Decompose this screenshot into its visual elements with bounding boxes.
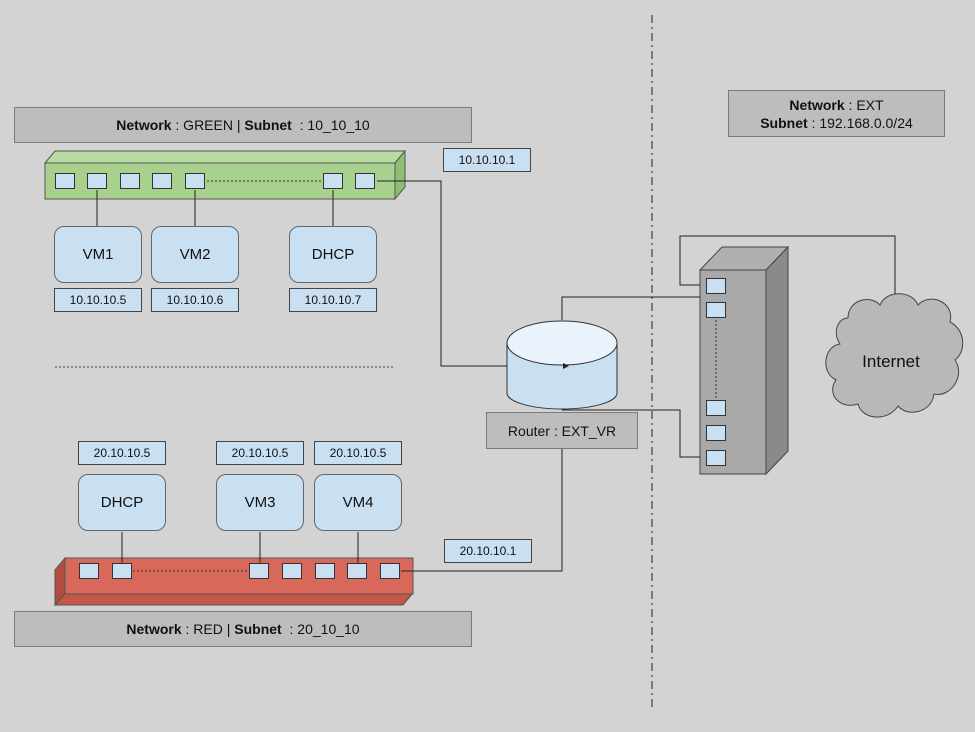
red-node-vm4: VM4 — [314, 474, 402, 531]
green-subnet-key: Subnet — [244, 117, 292, 133]
green-switch-port — [355, 173, 375, 189]
green-gateway-ip: 10.10.10.1 — [443, 148, 531, 172]
green-switch-port — [323, 173, 343, 189]
ext-switch-port — [706, 302, 726, 318]
green-switch-port — [185, 173, 205, 189]
red-subnet-key: Subnet — [234, 621, 282, 637]
green-switch-port — [55, 173, 75, 189]
internet-label: Internet — [862, 352, 920, 371]
green-node-vm2-ip: 10.10.10.6 — [151, 288, 239, 312]
ext-network-key: Network — [789, 96, 845, 113]
ext-network-label: Network : EXT Subnet : 192.168.0.0/24 — [728, 90, 945, 137]
ext-network-row: Network : EXT — [789, 96, 883, 114]
ext-switch-port — [706, 450, 726, 466]
red-network-label: Network : RED | Subnet : 20_10_10 — [14, 611, 472, 647]
ext-network-value: : EXT — [844, 96, 884, 113]
red-switch-port — [380, 563, 400, 579]
green-network-label: Network : GREEN | Subnet : 10_10_10 — [14, 107, 472, 143]
green-network-value: : GREEN | — [171, 117, 245, 133]
red-node-vm3: VM3 — [216, 474, 304, 531]
green-switch-port — [120, 173, 140, 189]
ext-switch-port — [706, 278, 726, 294]
red-switch-port — [347, 563, 367, 579]
green-node-vm2: VM2 — [151, 226, 239, 283]
red-subnet-value: : 20_10_10 — [281, 621, 360, 637]
green-node-vm1-ip: 10.10.10.5 — [54, 288, 142, 312]
green-node-vm1: VM1 — [54, 226, 142, 283]
red-switch-port — [315, 563, 335, 579]
red-switch-port — [112, 563, 132, 579]
green-subnet-value: : 10_10_10 — [291, 117, 370, 133]
red-network-value: : RED | — [181, 621, 235, 637]
green-switch-port — [87, 173, 107, 189]
green-switch-port — [152, 173, 172, 189]
red-switch-port — [249, 563, 269, 579]
green-node-dhcp: DHCP — [289, 226, 377, 283]
router-label: Router : EXT_VR — [486, 412, 638, 449]
ext-subnet-key: Subnet — [760, 114, 808, 131]
green-network-key: Network — [116, 117, 172, 133]
red-node-dhcp: DHCP — [78, 474, 166, 531]
red-node-vm3-ip: 20.10.10.5 — [216, 441, 304, 465]
red-gateway-ip: 20.10.10.1 — [444, 539, 532, 563]
red-node-dhcp-ip: 20.10.10.5 — [78, 441, 166, 465]
red-network-key: Network — [126, 621, 182, 637]
red-switch-port — [79, 563, 99, 579]
ext-switch-port — [706, 400, 726, 416]
ext-switch-port — [706, 425, 726, 441]
ext-subnet-value: : 192.168.0.0/24 — [807, 114, 913, 131]
red-node-vm4-ip: 20.10.10.5 — [314, 441, 402, 465]
red-switch-port — [282, 563, 302, 579]
green-node-dhcp-ip: 10.10.10.7 — [289, 288, 377, 312]
ext-subnet-row: Subnet : 192.168.0.0/24 — [760, 114, 913, 132]
